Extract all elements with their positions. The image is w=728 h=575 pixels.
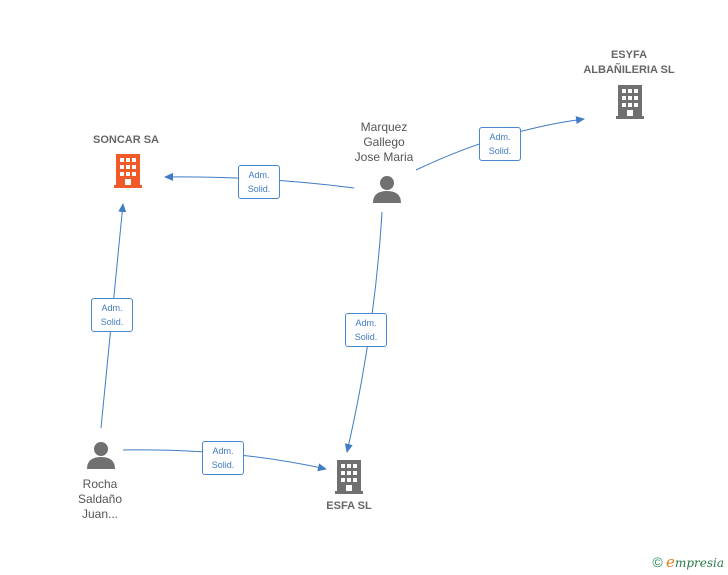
empresia-brand[interactable]: © empresia bbox=[652, 553, 724, 571]
relation-label-line1: Adm. bbox=[101, 303, 123, 313]
relation-label-line2: Solid. bbox=[211, 460, 235, 470]
relation-box-rocha-esfa[interactable]: Adm. Solid. bbox=[202, 441, 244, 475]
relation-label-line2: Solid. bbox=[247, 184, 271, 194]
person-label-rocha-line2: Saldaño bbox=[77, 492, 123, 506]
copyright-icon: © bbox=[652, 554, 663, 570]
relation-label-line2: Solid. bbox=[100, 317, 124, 327]
company-label-esyfa-line1: ESYFA bbox=[610, 49, 648, 61]
person-label-marquez-line1: Marquez bbox=[360, 120, 408, 134]
building-icon[interactable] bbox=[114, 154, 142, 188]
person-label-rocha[interactable]: Rocha Saldaño Juan... bbox=[60, 477, 140, 522]
brand-logo-text: empresia bbox=[666, 553, 724, 571]
building-icon[interactable] bbox=[616, 85, 644, 119]
relation-label-line2: Solid. bbox=[488, 146, 512, 156]
company-label-esyfa[interactable]: ESYFA ALBAÑILERIA SL bbox=[570, 48, 688, 78]
person-label-marquez[interactable]: Marquez Gallego Jose Maria bbox=[340, 120, 428, 165]
company-label-esyfa-line2: ALBAÑILERIA SL bbox=[583, 64, 675, 76]
relation-box-marquez-esfa[interactable]: Adm. Solid. bbox=[345, 313, 387, 347]
brand-rest: mpresia bbox=[674, 556, 724, 570]
building-icon[interactable] bbox=[335, 460, 363, 494]
brand-initial: e bbox=[666, 553, 675, 571]
person-label-rocha-line3: Juan... bbox=[81, 507, 119, 521]
person-label-rocha-line1: Rocha bbox=[82, 477, 118, 491]
company-label-soncar[interactable]: SONCAR SA bbox=[92, 134, 159, 146]
relation-label-line1: Adm. bbox=[248, 170, 270, 180]
company-label-esfa[interactable]: ESFA SL bbox=[326, 500, 372, 512]
relation-label-line1: Adm. bbox=[489, 132, 511, 142]
relation-box-marquez-esyfa[interactable]: Adm. Solid. bbox=[479, 127, 521, 161]
person-label-marquez-line2: Gallego bbox=[363, 135, 405, 149]
relation-box-marquez-soncar[interactable]: Adm. Solid. bbox=[238, 165, 280, 199]
relation-box-rocha-soncar[interactable]: Adm. Solid. bbox=[91, 298, 133, 332]
relation-label-line1: Adm. bbox=[355, 318, 377, 328]
person-icon[interactable] bbox=[87, 442, 115, 469]
person-icon[interactable] bbox=[373, 176, 401, 203]
relation-label-line1: Adm. bbox=[212, 446, 234, 456]
relation-label-line2: Solid. bbox=[354, 332, 378, 342]
person-label-marquez-line3: Jose Maria bbox=[354, 150, 414, 164]
